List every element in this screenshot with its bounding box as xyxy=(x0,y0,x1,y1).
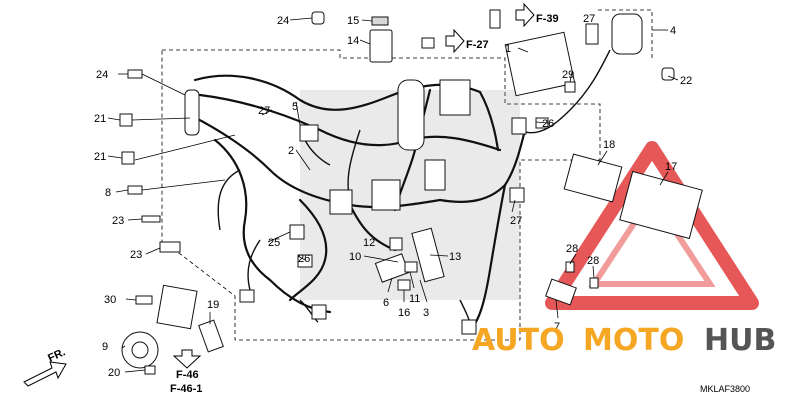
ref-f46-1: F-46-1 xyxy=(170,383,202,395)
callout-26b: 26 xyxy=(298,253,310,265)
callout-22: 22 xyxy=(680,75,692,87)
callout-1: 1 xyxy=(505,43,511,55)
callout-18: 18 xyxy=(603,139,615,151)
callout-5: 5 xyxy=(292,101,298,113)
callout-10: 10 xyxy=(349,251,361,263)
callout-14: 14 xyxy=(347,35,359,47)
callout-21b: 21 xyxy=(94,151,106,163)
callout-26a: 26 xyxy=(542,118,554,130)
callout-labels: 24 15 14 1 27 4 29 22 24 5 27 21 21 26 1… xyxy=(94,13,692,379)
callout-20: 20 xyxy=(108,367,120,379)
ref-f39: F-39 xyxy=(536,13,559,25)
callout-23b: 23 xyxy=(130,249,142,261)
connectors xyxy=(119,9,703,375)
callout-15: 15 xyxy=(347,15,359,27)
ref-f27: F-27 xyxy=(466,39,489,51)
callout-4: 4 xyxy=(670,25,676,37)
watermark-brand: AUTO MOTO HUB xyxy=(472,323,776,358)
watermark-auto: AUTO xyxy=(472,323,565,358)
callout-8: 8 xyxy=(105,187,111,199)
callout-30: 30 xyxy=(104,294,116,306)
ref-f46: F-46 xyxy=(176,369,199,381)
diagram-code: MKLAF3800 xyxy=(700,384,750,394)
reference-codes: F-39 F-27 F-46 F-46-1 FR. xyxy=(46,13,558,395)
callout-24b: 24 xyxy=(96,69,108,81)
callout-21a: 21 xyxy=(94,113,106,125)
callout-27c: 27 xyxy=(510,215,522,227)
watermark-triangle xyxy=(545,141,759,310)
front-direction-label: FR. xyxy=(46,346,67,364)
callout-16: 16 xyxy=(398,307,410,319)
callout-29: 29 xyxy=(562,69,574,81)
callout-28a: 28 xyxy=(566,243,578,255)
callout-17: 17 xyxy=(665,161,677,173)
callout-7: 7 xyxy=(554,321,560,333)
direction-indicators xyxy=(23,2,535,387)
callout-19: 19 xyxy=(207,299,219,311)
leader-lines xyxy=(107,17,679,373)
watermark-hub: HUB xyxy=(704,323,776,358)
callout-27b: 27 xyxy=(258,105,270,117)
watermark-moto: MOTO xyxy=(583,323,684,358)
callout-3: 3 xyxy=(423,307,429,319)
callout-28b: 28 xyxy=(587,255,599,267)
callout-25: 25 xyxy=(268,237,280,249)
callout-13: 13 xyxy=(449,251,461,263)
callout-27a: 27 xyxy=(583,13,595,25)
callout-11: 11 xyxy=(409,293,420,305)
callout-23a: 23 xyxy=(112,215,124,227)
callout-9: 9 xyxy=(102,341,108,353)
callout-12: 12 xyxy=(363,237,375,249)
callout-24a: 24 xyxy=(277,15,289,27)
callout-6: 6 xyxy=(383,297,389,309)
ecu-frame xyxy=(598,9,653,60)
assembly-frame xyxy=(161,49,601,341)
callout-2: 2 xyxy=(288,145,294,157)
